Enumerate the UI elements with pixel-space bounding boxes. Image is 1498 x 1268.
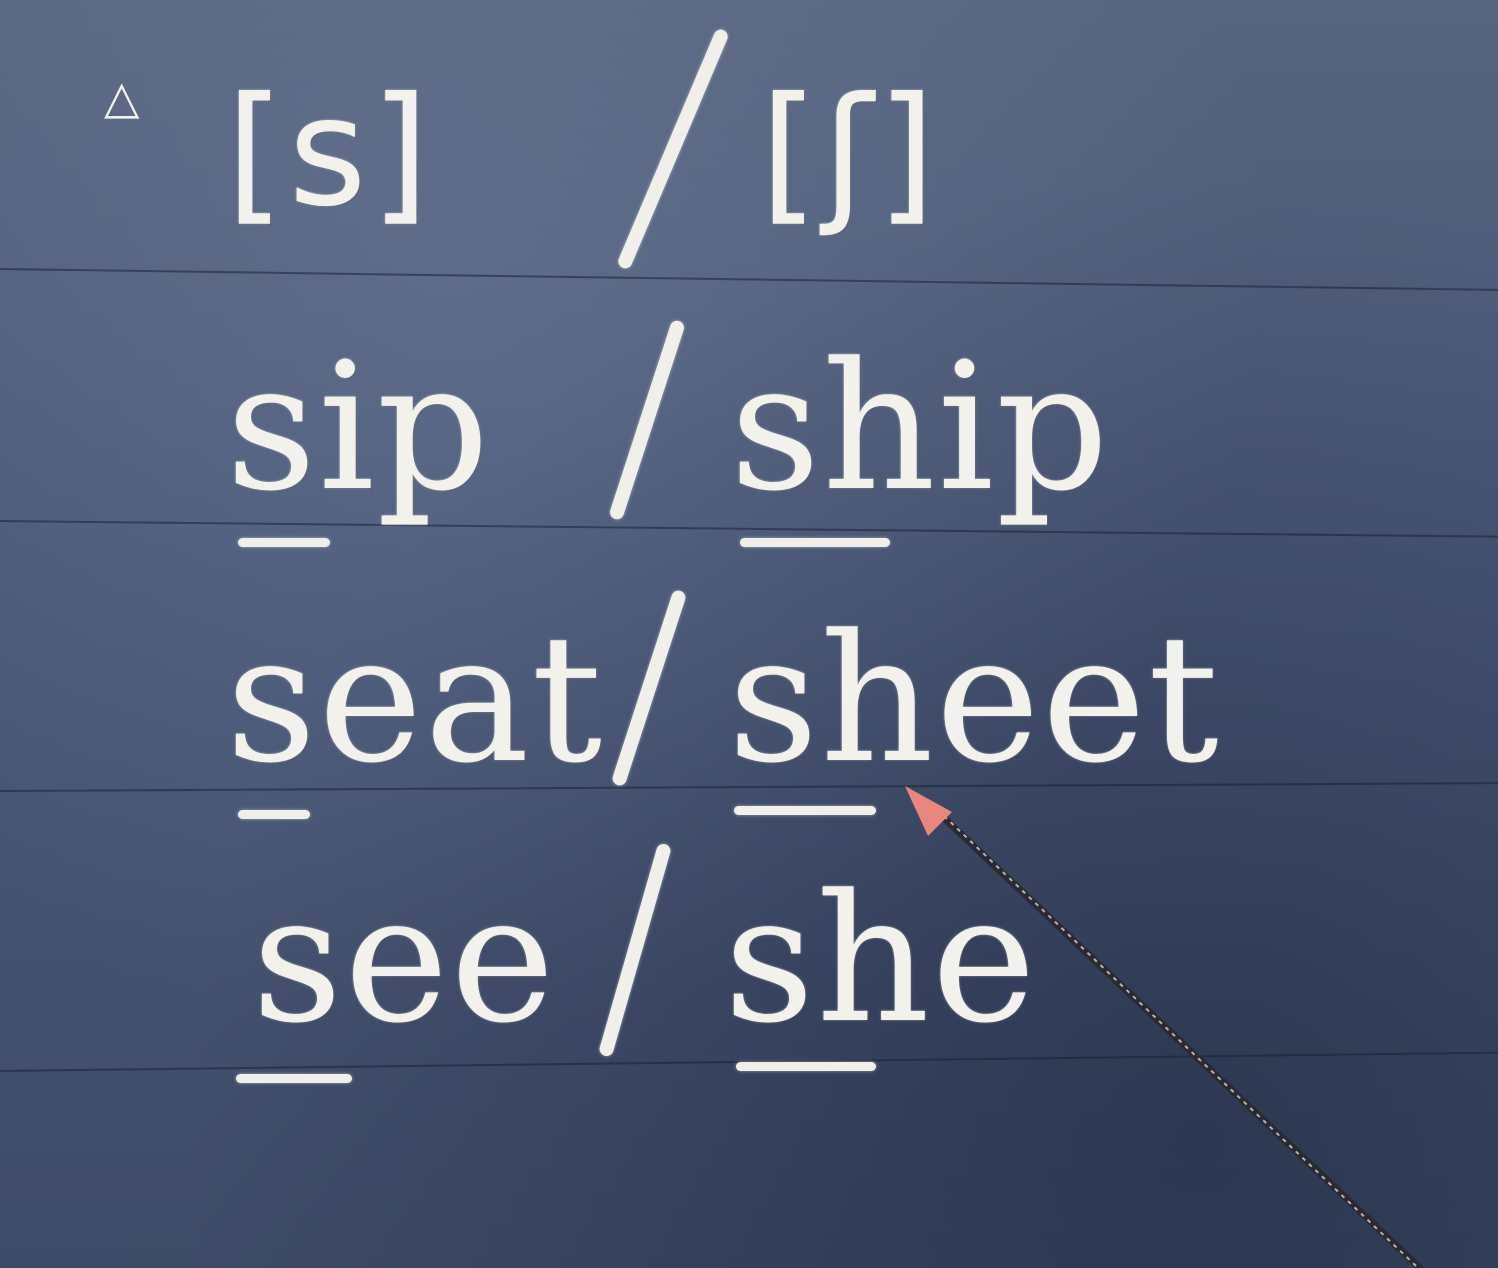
word-left-sip: sip (226, 325, 492, 530)
underline-sh (736, 1062, 876, 1071)
ipa-right: [ʃ] (760, 66, 940, 240)
pointer-stick-highlight (941, 813, 1417, 1267)
pointer-stick (940, 814, 1424, 1268)
underline-sh (740, 538, 890, 547)
word-right-she: she (724, 857, 1038, 1062)
underline-s (238, 538, 330, 547)
pointer-tip (905, 786, 952, 836)
word-right-ship: ship (730, 325, 1111, 530)
ipa-left: [s] (226, 66, 434, 240)
word-left-see: see (252, 857, 557, 1062)
underline-s (236, 1074, 352, 1083)
underline-s (238, 810, 310, 819)
triangle-icon: △ (104, 70, 140, 124)
word-right-sheet: sheet (728, 597, 1221, 802)
underline-sh (734, 806, 876, 815)
word-left-seat: seat (226, 597, 605, 802)
